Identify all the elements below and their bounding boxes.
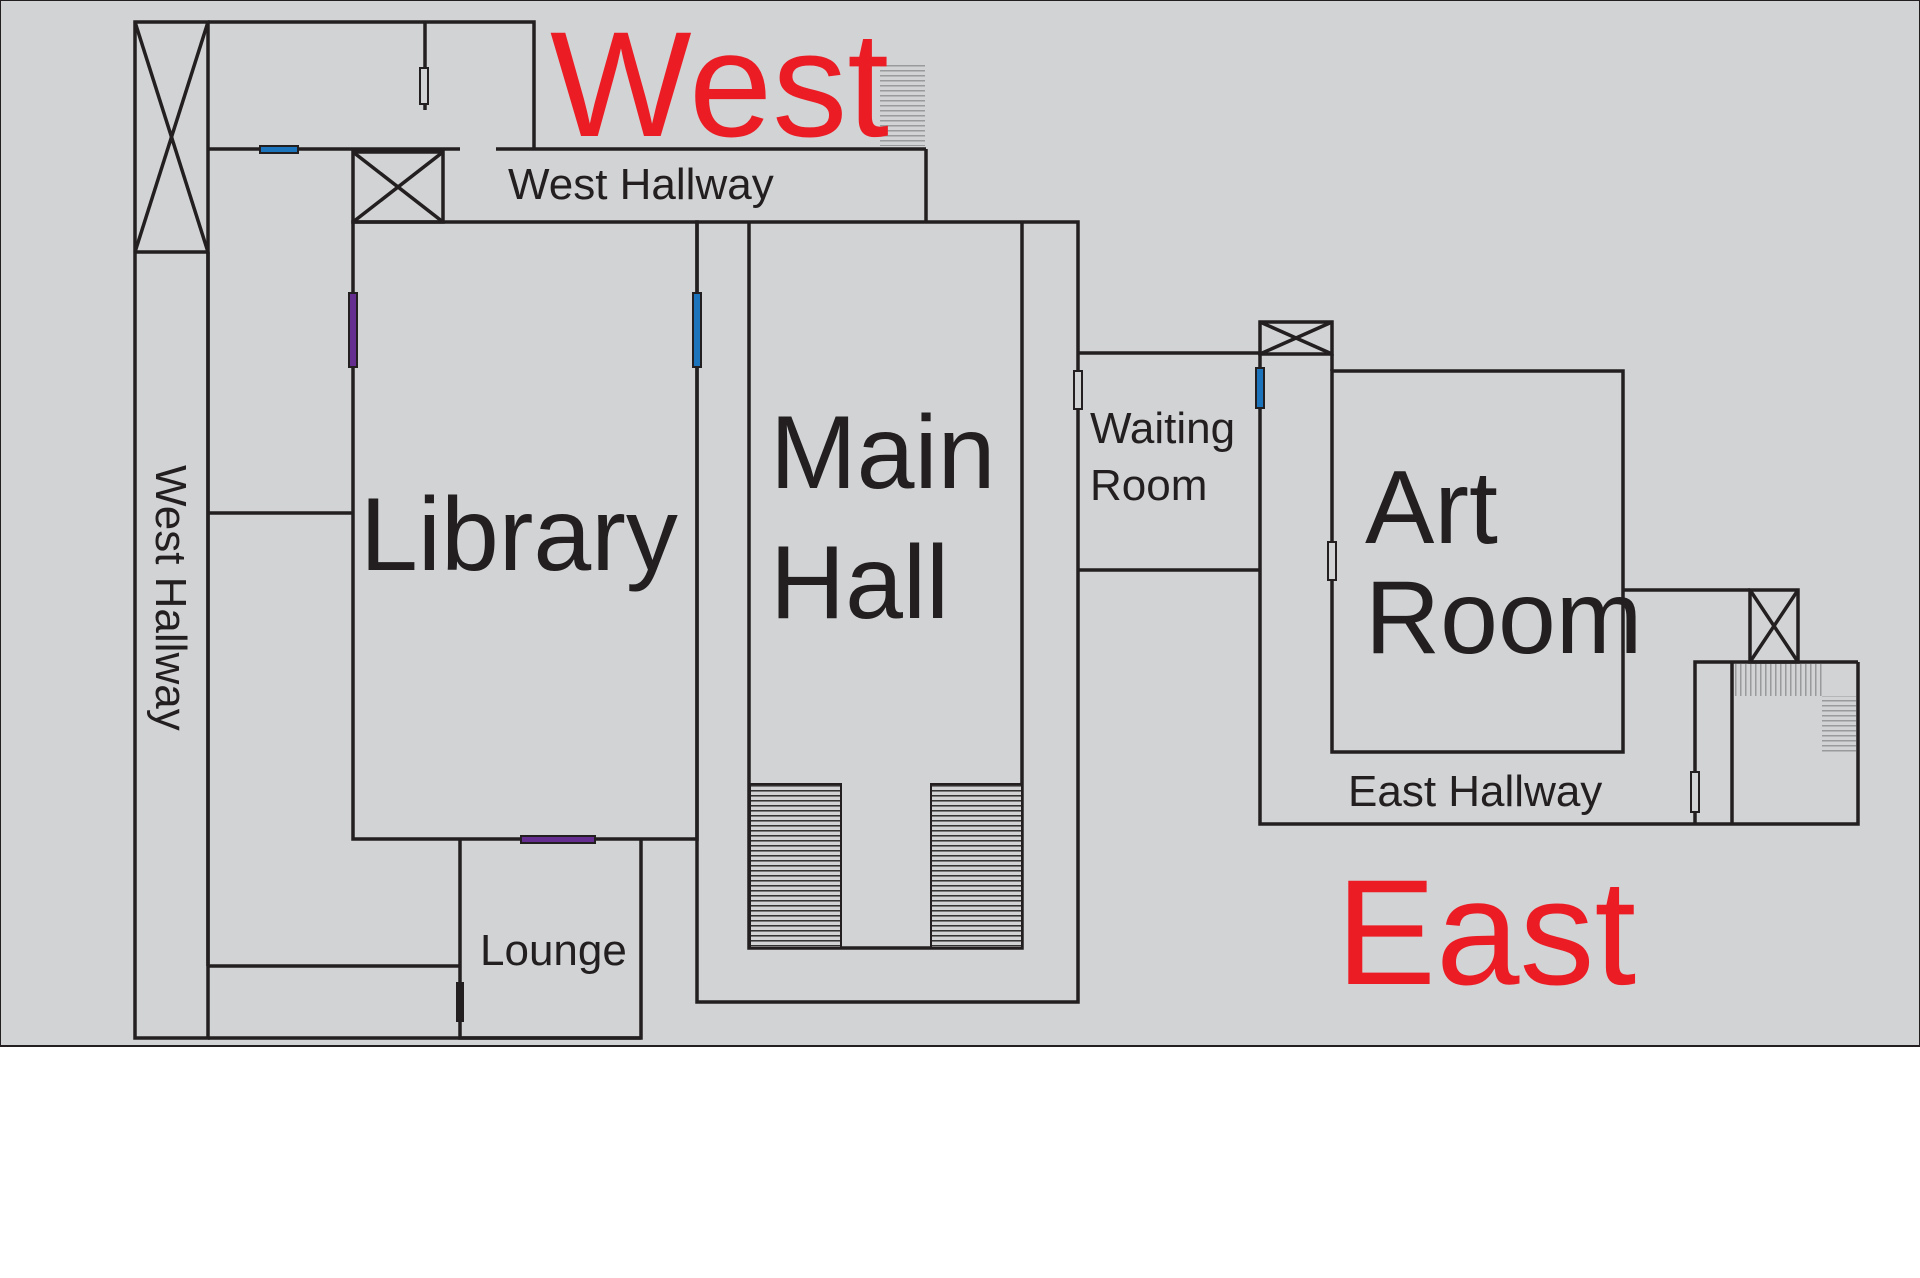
lounge-room xyxy=(458,839,643,1040)
east-stairs-vertical xyxy=(1822,696,1856,754)
west-stairs xyxy=(880,64,925,146)
west-hallway-side-label: West Hallway xyxy=(146,465,195,731)
east-wing-walls xyxy=(1258,353,1860,826)
art-room-label-line1: Art xyxy=(1365,450,1498,566)
waiting-room-label-line1: Waiting xyxy=(1090,404,1235,453)
east-hallway-label: East Hallway xyxy=(1348,767,1602,816)
library-label: Library xyxy=(360,477,678,593)
elevator-art-room xyxy=(1258,320,1334,356)
main-hall-label-line1: Main xyxy=(770,395,995,511)
doors xyxy=(259,67,1700,1022)
waiting-room-label-line2: Room xyxy=(1090,461,1207,510)
west-wing-walls xyxy=(133,20,928,1040)
elevator-west-tall xyxy=(133,21,210,253)
east-stairs-horizontal xyxy=(1735,664,1825,696)
west-direction-label: West xyxy=(550,0,889,168)
west-hallway-top-label: West Hallway xyxy=(508,160,774,209)
art-room-label-line2: Room xyxy=(1365,560,1642,676)
main-hall-room xyxy=(695,220,1080,1004)
waiting-room xyxy=(1078,351,1260,572)
main-hall-label-line2: Hall xyxy=(770,525,949,641)
east-direction-label: East xyxy=(1336,848,1636,1016)
lounge-label: Lounge xyxy=(480,926,627,975)
